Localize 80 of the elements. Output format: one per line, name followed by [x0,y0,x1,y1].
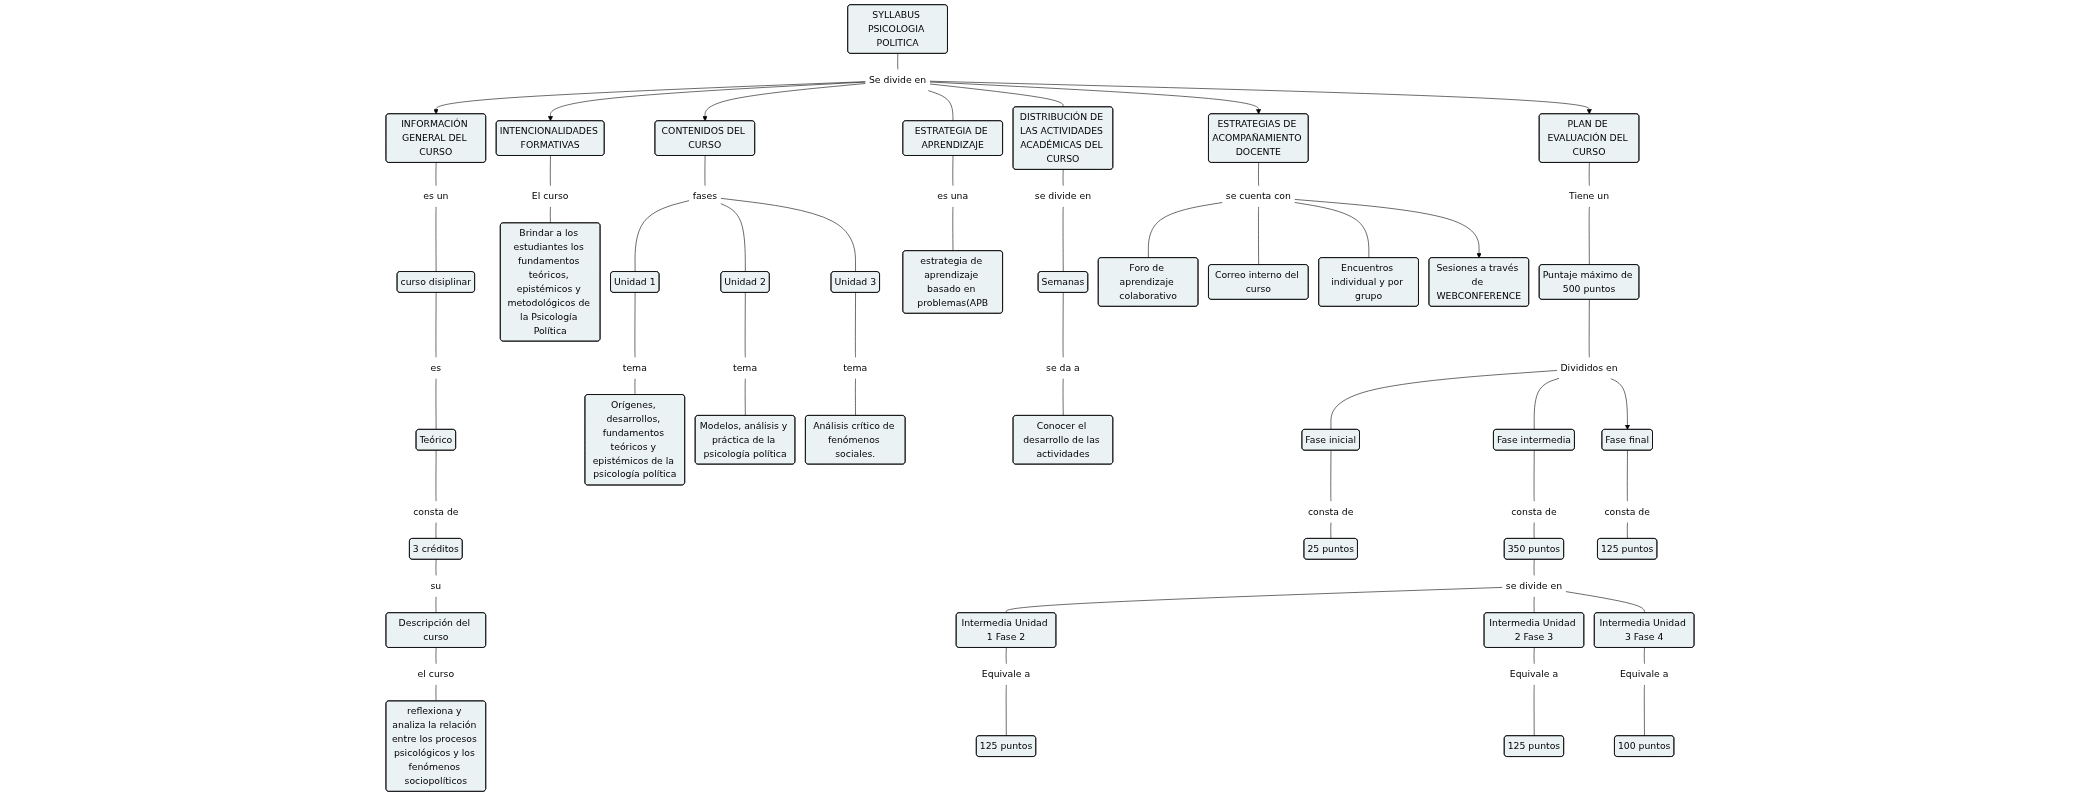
connector [720,198,856,273]
node-text: se divide en [1505,580,1563,592]
node-text: consta de [1307,505,1354,517]
node-text: consta de [413,505,459,517]
node-text: tema [622,362,647,374]
node-text: se da a [1046,362,1080,374]
node-text: consta de [1604,505,1650,517]
node-text: se cuenta con [1225,190,1291,202]
node-text: Equivale a [1509,668,1559,680]
connector [1330,450,1332,502]
node-text: consta de [1511,505,1557,517]
connector [435,450,437,502]
node-text: El curso [531,190,569,202]
node-text: Se divide en [868,74,927,86]
connector [1330,522,1332,539]
connector [1588,162,1590,187]
connector [435,559,437,577]
connector [744,292,746,358]
connector [1533,596,1535,614]
connector [1005,647,1007,665]
node-text: Tiene un [1569,190,1610,202]
node-text: se divide en [1034,190,1092,202]
node-text: es [430,362,442,374]
connector [1533,684,1535,737]
connector [1330,370,1558,430]
connector [1006,587,1503,614]
connector [1533,450,1535,502]
connector [704,155,706,187]
connector [1062,169,1064,187]
connector [435,596,437,614]
node-text: tema [733,362,758,374]
connector [744,378,746,416]
connector [1148,202,1223,259]
connector [435,378,437,430]
connector [897,53,899,71]
connector [435,206,437,273]
node-text: Equivale a [1620,668,1669,680]
node-text: tema [843,362,868,374]
connector [435,522,437,539]
connector [1533,378,1560,430]
node-text: es un [423,190,449,202]
connector [550,206,551,224]
connector [550,155,551,187]
connector [435,684,437,702]
connector [1627,522,1628,539]
node-text: fases [692,190,717,202]
connector [952,155,954,187]
connector [435,292,437,358]
connector [1005,684,1007,737]
connector [1533,647,1535,665]
connector [952,206,954,252]
connector [1533,522,1535,539]
connector [1062,206,1064,273]
connector [1533,559,1535,577]
connector [1588,299,1590,358]
connector [1258,162,1259,187]
connector [1062,378,1064,416]
connector [720,203,746,273]
node-text: Divididos en [1560,362,1618,374]
connector [1644,684,1645,737]
connector [1627,450,1628,502]
connector [1565,591,1645,614]
connector [435,647,437,665]
connector [1294,202,1370,259]
connector [435,162,437,187]
connector [1062,292,1064,358]
connector [1588,206,1590,266]
connector [634,200,690,273]
connector [927,90,954,122]
connector [634,292,636,358]
node-text: es una [937,190,969,202]
connector [634,378,636,396]
node-text: su [430,580,442,592]
connector [855,292,856,358]
node-text: el curso [417,668,455,680]
connector [855,378,856,416]
node-text: Equivale a [981,668,1031,680]
connector [929,83,1064,108]
connector [1644,647,1645,665]
connector [1258,206,1259,266]
